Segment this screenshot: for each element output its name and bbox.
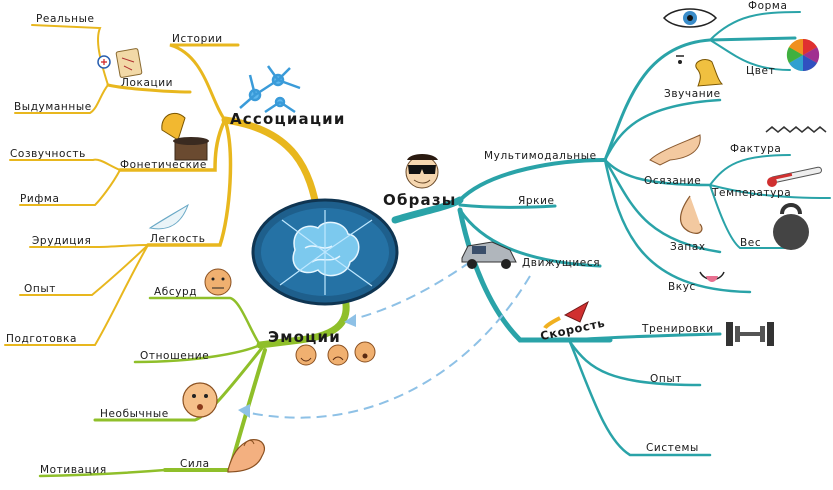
node-associations: Ассоциации bbox=[230, 110, 346, 128]
node-fictional: Выдуманные bbox=[14, 101, 92, 113]
muscle-arm-icon bbox=[227, 439, 265, 473]
feather-icon bbox=[148, 203, 189, 230]
node-weight: Вес bbox=[740, 237, 761, 249]
node-unusual: Необычные bbox=[100, 408, 169, 420]
confused-face-icon bbox=[204, 268, 232, 296]
node-bright: Яркие bbox=[518, 195, 555, 207]
neurons-icon bbox=[239, 65, 301, 114]
surprised-face-icon bbox=[182, 382, 218, 418]
central-brain bbox=[251, 198, 399, 306]
node-preparation: Подготовка bbox=[6, 333, 77, 345]
node-attitude: Отношение bbox=[140, 350, 209, 362]
node-locations: Локации bbox=[121, 77, 173, 89]
node-consonance: Созвучность bbox=[10, 148, 86, 160]
node-emotions: Эмоции bbox=[268, 328, 341, 346]
node-lightness: Легкость bbox=[150, 233, 206, 245]
weight-kettlebell-icon bbox=[773, 203, 809, 250]
node-stories: Истории bbox=[172, 33, 223, 45]
node-rhyme: Рифма bbox=[20, 193, 60, 205]
color-wheel-icon bbox=[786, 38, 820, 72]
associations-branch-lines bbox=[4, 24, 322, 346]
node-multimodal: Мультимодальные bbox=[484, 150, 597, 162]
finger-touch-icon bbox=[649, 134, 701, 166]
bell-sound-icon bbox=[676, 55, 724, 87]
node-taste: Вкус bbox=[668, 281, 696, 293]
tongue-taste-icon bbox=[699, 271, 725, 282]
node-strength: Сила bbox=[180, 458, 210, 470]
car-icon bbox=[461, 241, 517, 269]
node-training: Тренировки bbox=[641, 323, 714, 335]
thermometer-icon bbox=[767, 166, 822, 187]
node-real: Реальные bbox=[36, 13, 95, 25]
node-temperature: Температура bbox=[711, 187, 791, 199]
node-form: Форма bbox=[748, 0, 787, 12]
dashed-connector-arrows bbox=[244, 261, 531, 419]
node-moving: Движущиеся bbox=[522, 257, 600, 269]
brain-icon bbox=[292, 221, 360, 277]
node-experience-assoc: Опыт bbox=[24, 283, 56, 295]
map-location-icon bbox=[97, 48, 143, 78]
sunglasses-face-icon bbox=[405, 154, 439, 189]
arrow-moving-to-emotions bbox=[244, 275, 531, 419]
brain-glow-rays bbox=[279, 210, 373, 295]
node-smell: Запах bbox=[670, 241, 706, 253]
node-erudition: Эрудиция bbox=[32, 235, 91, 247]
arrow-moving-to-brain bbox=[349, 261, 471, 321]
speed-branch-lines bbox=[457, 207, 722, 457]
emotion-faces-icon bbox=[295, 341, 376, 366]
rocket-icon bbox=[543, 300, 589, 330]
node-systems: Системы bbox=[646, 442, 699, 454]
node-motivation: Мотивация bbox=[40, 464, 107, 476]
dumbbell-icon bbox=[726, 322, 774, 346]
node-phonetic: Фонетические bbox=[120, 159, 207, 171]
texture-wave-icon bbox=[765, 126, 827, 133]
node-texture: Фактура bbox=[730, 143, 781, 155]
node-sound: Звучание bbox=[664, 88, 721, 100]
node-color: Цвет bbox=[746, 65, 775, 77]
node-images: Образы bbox=[383, 191, 457, 209]
gramophone-icon bbox=[161, 112, 209, 161]
node-absurd: Абсурд bbox=[154, 286, 197, 298]
eye-icon bbox=[662, 8, 718, 28]
node-experience-speed: Опыт bbox=[650, 373, 682, 385]
images-branch-lines bbox=[391, 11, 831, 294]
nose-smell-icon bbox=[680, 195, 703, 234]
arrow-head-emotions bbox=[238, 404, 250, 418]
node-touch: Осязание bbox=[644, 175, 701, 187]
arrow-head-brain bbox=[344, 314, 356, 327]
